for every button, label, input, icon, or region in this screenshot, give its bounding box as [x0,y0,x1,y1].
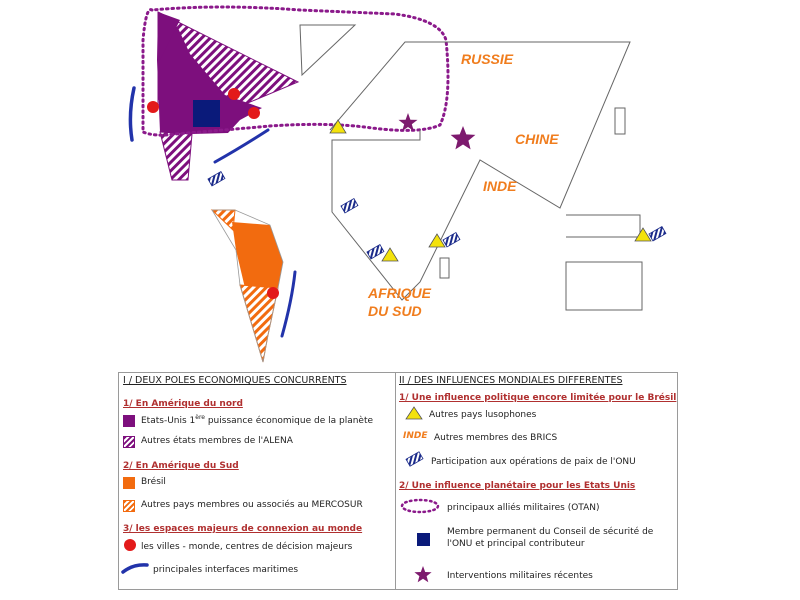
nato-dotted-outline [141,5,450,137]
usa-region [157,12,262,134]
maritime-interface-brazil [280,270,297,338]
indonesia-outline [566,214,641,238]
legend-lusophone-triangle-icon [405,406,423,420]
label-china: CHINE [515,131,559,147]
legend-text-lusophones: Autres pays lusophones [429,410,537,420]
legend-city-dot-icon [124,539,136,551]
madagascar-outline [439,257,450,279]
legend-section-bresil-influence: 1/ Une influence politique encore limité… [399,393,677,403]
brazil-region [232,222,283,288]
un-peace-marker-timor [648,225,667,242]
legend-text-alena: Autres états membres de l'ALENA [141,436,293,446]
city-dot-chicago [228,88,240,100]
legend-column-economic-poles: I / DEUX POLES ECONOMIQUES CONCURRENTS 1… [119,373,396,589]
un-peace-marker-east-africa [442,231,461,248]
lusophone-triangle-portugal [329,119,347,134]
legend-text-security-line2: l'ONU et principal contributeur [447,539,585,549]
legend-section-north-america: 1/ En Amérique du nord [123,399,243,409]
legend-left-title: I / DEUX POLES ECONOMIQUES CONCURRENTS [123,375,347,386]
maritime-interface-atlantic [213,128,270,164]
legend-text-usa: Etats-Unis 1ère puissance économique de … [141,414,374,426]
world-map: RUSSIE CHINE INDE AFRIQUE DU SUD [128,5,667,363]
legend-security-council-square [417,533,430,546]
un-peace-marker-haiti [207,170,226,187]
legend-swatch-bresil [123,477,135,489]
un-peace-marker-west-africa [340,197,359,214]
legend-swatch-usa [123,415,135,427]
legend-brics-sample: INDE [403,431,428,441]
city-dot-sao-paulo [267,287,279,299]
greenland-outline [299,24,357,77]
military-intervention-star-europe [398,113,418,132]
legend-section-usa-influence: 2/ Une influence planétaire pour les Eta… [399,481,636,491]
city-dot-west-coast [147,101,159,113]
legend-text-brics: Autres membres des BRICS [434,433,558,443]
usa-security-council-square [193,100,220,127]
label-south-africa-line1: AFRIQUE [367,285,432,301]
military-intervention-star-middle-east [450,126,476,150]
mexico-alena-region [159,131,193,181]
city-dot-new-york [248,107,260,119]
legend-un-peace-icon [405,451,424,467]
legend-text-bresil: Brésil [141,477,166,487]
legend-text-otan: principaux alliés militaires (OTAN) [447,503,600,513]
legend-section-south-america: 2/ En Amérique du Sud [123,461,239,471]
legend-maritime-line-icon [121,563,149,574]
mercosur-north-region [210,209,236,232]
greenland-tip [158,12,180,60]
legend-text-interfaces: principales interfaces maritimes [153,565,299,575]
lusophone-triangle-timor [634,227,652,242]
lusophone-triangle-mozambique [428,233,446,248]
maritime-interface-pacific [128,86,136,142]
japan-outline [614,107,626,135]
australia-outline [565,261,643,311]
label-russia: RUSSIE [461,51,514,67]
legend-nato-dotted-icon [400,498,440,514]
legend-text-onu-peace: Participation aux opérations de paix de … [431,457,636,467]
map-legend: I / DEUX POLES ECONOMIQUES CONCURRENTS 1… [118,372,678,590]
legend-text-security-line1: Membre permanent du Conseil de sécurité … [447,527,654,537]
legend-swatch-alena [123,436,135,448]
eurasia-outline [329,41,631,301]
legend-text-interventions: Interventions militaires récentes [447,571,593,581]
legend-swatch-mercosur [123,500,135,512]
legend-column-influences: II / DES INFLUENCES MONDIALES DIFFERENTE… [395,373,677,589]
legend-text-villes: les villes - monde, centres de décision … [141,542,353,552]
label-south-africa-line2: DU SUD [368,303,422,319]
legend-right-title: II / DES INFLUENCES MONDIALES DIFFERENTE… [399,375,623,386]
label-india: INDE [483,178,517,194]
lusophone-triangle-angola [381,247,399,262]
un-peace-marker-congo [366,243,385,260]
south-america-outline [211,209,284,363]
legend-military-star-icon [414,566,432,583]
legend-section-connexion: 3/ les espaces majeurs de connexion au m… [123,524,363,534]
legend-text-mercosur: Autres pays membres ou associés au MERCO… [141,500,363,510]
